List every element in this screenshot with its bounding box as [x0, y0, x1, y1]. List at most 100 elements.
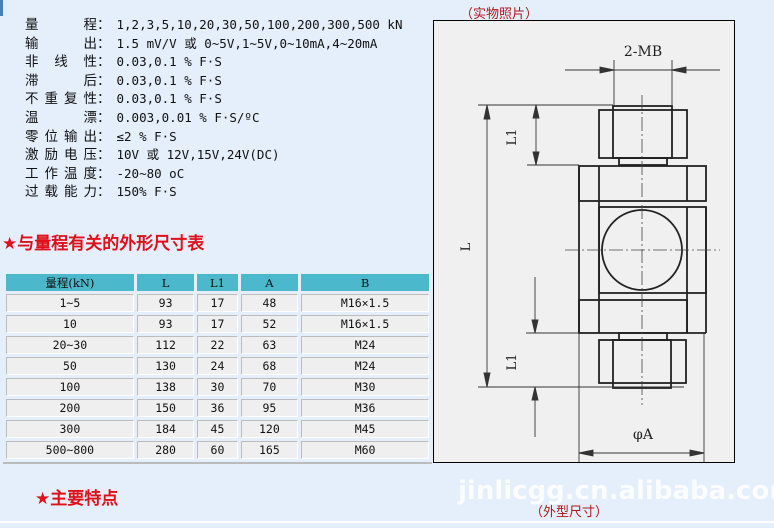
spec-value: 1,2,3,5,10,20,30,50,100,200,300,500 kN: [116, 17, 403, 32]
spec-colon: ：: [97, 91, 111, 108]
spec-colon: ：: [97, 54, 111, 71]
mb-label: 2-MB: [624, 44, 662, 60]
table-cell: 63: [240, 336, 299, 354]
spec-row: 滞 后：0.03,0.1 % F·S: [25, 72, 402, 91]
table-cell: 60: [197, 441, 238, 459]
table-cell: 280: [136, 441, 195, 459]
table-cell: M36: [301, 399, 429, 417]
spec-value: 0.003,0.01 % F·S/ºC: [116, 109, 260, 125]
spec-row: 激励电压： 10V 或 12V,15V,24V(DC): [25, 146, 402, 165]
table-cell: M30: [301, 378, 429, 396]
spec-colon: ：: [97, 128, 111, 145]
table-cell: M24: [301, 357, 429, 375]
spec-label: 工作温度: [25, 165, 97, 182]
spec-value: 0.03,0.1 % F·S: [116, 54, 222, 70]
spec-label: 零位输出: [25, 128, 97, 145]
spec-row: 工作温度： -20~80 oC: [25, 165, 402, 184]
l1-top-label: L1: [505, 129, 520, 146]
table-cell: 112: [136, 336, 195, 354]
spec-row: 过载能力： 150% F·S: [25, 183, 402, 202]
spec-colon: ：: [97, 35, 111, 52]
spec-value: 1.5 mV/V 或 0~5V,1~5V,0~10mA,4~20mA: [116, 35, 378, 51]
table-cell: 95: [240, 399, 299, 417]
column-header: 量程(kN): [6, 274, 134, 291]
table-cell: 17: [197, 315, 238, 333]
spec-colon: ：: [97, 17, 111, 33]
table-cell: 50: [6, 357, 134, 375]
table-cell: 70: [240, 378, 299, 396]
spec-label: 输 出: [25, 35, 97, 52]
spec-value: -20~80 oC: [116, 165, 185, 181]
spec-value: 10V 或 12V,15V,24V(DC): [116, 147, 280, 163]
table-cell: 200: [6, 399, 134, 417]
spec-label: 不重复性: [25, 91, 97, 108]
table-cell: 165: [240, 441, 299, 459]
table-cell: 48: [240, 294, 299, 312]
dimension-table-heading: ★与量程有关的外形尺寸表: [2, 234, 205, 254]
spec-row: 温 漂： 0.003,0.01 % F·S/ºC: [25, 109, 402, 128]
spec-label: 过载能力: [25, 184, 97, 201]
spec-value: ≤2 % F·S: [116, 128, 177, 144]
spec-label: 温 漂: [25, 109, 97, 126]
table-cell: 184: [136, 420, 195, 438]
spec-colon: ：: [97, 72, 111, 89]
spec-row: 输 出： 1.5 mV/V 或 0~5V,1~5V,0~10mA,4~20mA: [25, 35, 402, 54]
table-cell: 10: [6, 315, 134, 333]
table-cell: 130: [136, 357, 195, 375]
table-cell: 500~800: [6, 441, 134, 459]
column-header: A: [240, 274, 299, 291]
spec-row: 量 程： 1,2,3,5,10,20,30,50,100,200,300,500 …: [25, 16, 402, 35]
table-cell: 20~30: [6, 336, 134, 354]
table-cell: M60: [301, 441, 429, 459]
features-heading: ★主要特点: [35, 489, 119, 509]
table-cell: 100: [6, 378, 134, 396]
photo-caption: （实物照片）: [460, 7, 539, 22]
table-cell: 93: [136, 315, 195, 333]
dimension-lines: [478, 60, 720, 462]
table-cell: 68: [240, 357, 299, 375]
table-cell: 45: [197, 420, 238, 438]
spec-colon: ：: [97, 109, 111, 126]
spec-row: 零位输出： ≤2 % F·S: [25, 128, 402, 147]
table-cell: 150: [136, 399, 195, 417]
phi-a-label: φA: [633, 427, 654, 443]
column-header: B: [301, 274, 429, 291]
load-cell-drawing: 2-MB L L1 L1 φA: [459, 44, 720, 462]
table-cell: 1~5: [6, 294, 134, 312]
table-cell: 17: [197, 294, 238, 312]
table-cell: 52: [240, 315, 299, 333]
table-cell: 93: [136, 294, 195, 312]
spec-colon: ：: [97, 184, 111, 201]
column-header: L1: [197, 274, 238, 291]
spec-row: 非 线 性： 0.03,0.1 % F·S: [25, 53, 402, 72]
watermark: jinlicgg.cn.alibaba.com: [458, 476, 774, 506]
spec-label: 量 程: [25, 17, 97, 33]
table-cell: M24: [301, 336, 429, 354]
spec-list: 量 程：1,2,3,5,10,20,30,50,100,200,300,500 …: [25, 16, 402, 202]
l1-bottom-label: L1: [505, 354, 520, 371]
spec-value: 150% F·S: [116, 184, 177, 200]
l-label: L: [459, 242, 474, 251]
spec-colon: ：: [97, 165, 111, 182]
spec-label: 非 线 性: [25, 54, 97, 71]
table-cell: M16×1.5: [301, 294, 429, 312]
spec-label: 激励电压: [25, 147, 97, 164]
table-cell: 138: [136, 378, 195, 396]
left-edge-marker: [0, 0, 3, 16]
spec-row: 不重复性：0.03,0.1 % F·S: [25, 90, 402, 109]
table-cell: 22: [197, 336, 238, 354]
table-cell: 24: [197, 357, 238, 375]
table-cell: M45: [301, 420, 429, 438]
table-cell: 300: [6, 420, 134, 438]
spec-colon: ：: [97, 147, 111, 164]
table-cell: 30: [197, 378, 238, 396]
bottom-divider: [0, 521, 774, 523]
